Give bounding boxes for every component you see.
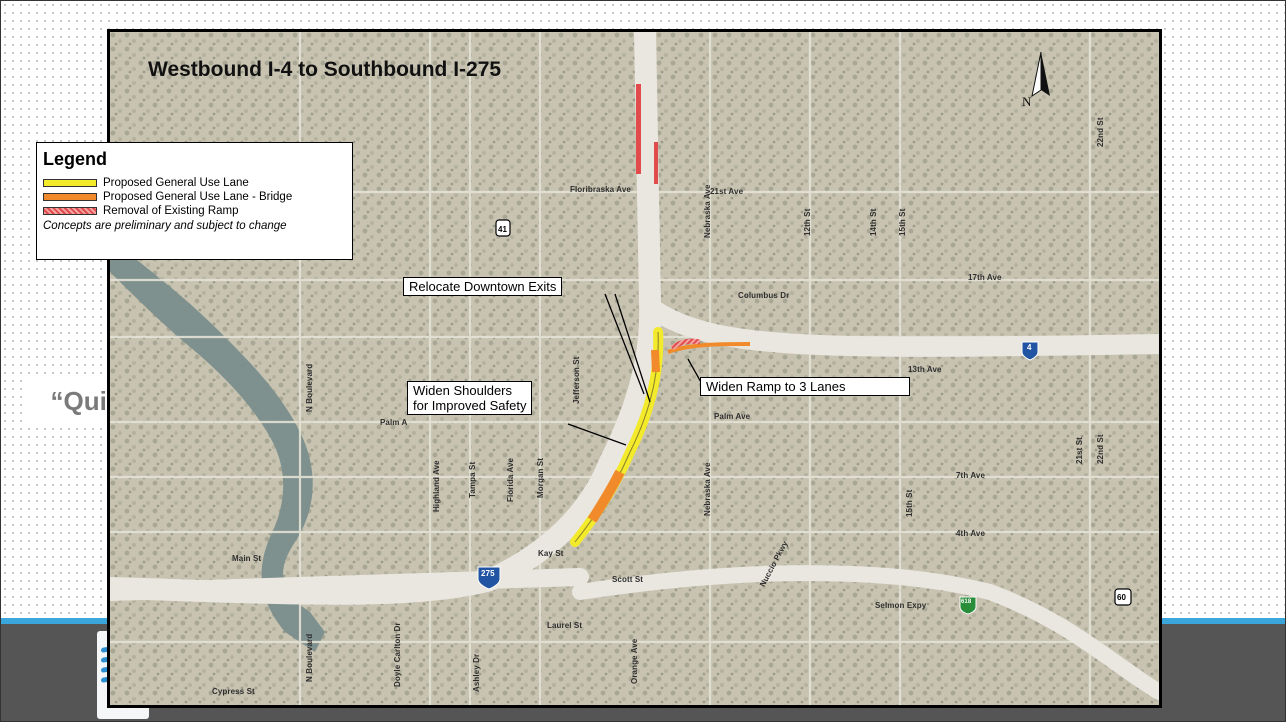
- street-label: Orange Ave: [630, 638, 639, 684]
- street-label: Kay St: [538, 549, 564, 558]
- street-label: Selmon Expy: [875, 601, 927, 610]
- i4-number: 4: [1027, 343, 1032, 352]
- north-label: N: [1022, 94, 1032, 109]
- street-label: Tampa St: [468, 461, 477, 498]
- callout-line: Widen Shoulders: [413, 383, 512, 398]
- street-label: Laurel St: [547, 621, 583, 630]
- legend-item: Proposed General Use Lane - Bridge: [43, 190, 346, 204]
- street-label: 13th Ave: [908, 365, 942, 374]
- street-label: Doyle Carlton Dr: [393, 622, 402, 687]
- us41-number: 41: [498, 225, 508, 234]
- street-label: Florida Ave: [506, 457, 515, 502]
- street-label: Scott St: [612, 575, 644, 584]
- callout-widen-ramp: Widen Ramp to 3 Lanes: [700, 377, 910, 396]
- street-label: 14th St: [869, 208, 878, 236]
- street-label: 22nd St: [1096, 434, 1105, 464]
- street-label: Columbus Dr: [738, 291, 790, 300]
- street-label: 15th St: [905, 489, 914, 517]
- map-base: [110, 32, 1159, 705]
- street-label: Main St: [232, 554, 262, 563]
- street-label: 12th St: [803, 208, 812, 236]
- i275-shield-icon: [477, 566, 501, 590]
- street-label: N Boulevard: [305, 363, 314, 412]
- map-title: Westbound I-4 to Southbound I-275: [148, 58, 502, 81]
- sr618-number: 618: [961, 599, 972, 605]
- callout-line: for Improved Safety: [413, 398, 527, 413]
- street-label: Nebraska Ave: [703, 462, 712, 516]
- street-label: Nebraska Ave: [703, 184, 712, 238]
- street-label: 17th Ave: [968, 273, 1002, 282]
- street-label: Cypress St: [212, 687, 255, 696]
- street-label: Jefferson St: [572, 356, 581, 404]
- ramp-removal-mark: [654, 142, 658, 184]
- legend-note: Concepts are preliminary and subject to …: [43, 220, 287, 232]
- street-label: Floribraska Ave: [570, 185, 631, 194]
- street-label: N Boulevard: [305, 633, 314, 682]
- street-label: 15th St: [898, 208, 907, 236]
- us60-number: 60: [1117, 593, 1127, 602]
- street-label: 21st Ave: [710, 187, 744, 196]
- legend-label: Proposed General Use Lane: [103, 177, 249, 189]
- legend-item: Proposed General Use Lane: [43, 176, 346, 190]
- ramp-removal-mark: [636, 84, 641, 174]
- i4-shield-icon: [1021, 341, 1039, 361]
- street-label: Palm A: [380, 418, 408, 427]
- callout-relocate-exits: Relocate Downtown Exits: [403, 277, 563, 296]
- us41-shield-icon: [495, 219, 511, 237]
- street-label: 22nd St: [1096, 117, 1105, 147]
- street-label: Ashley Dr: [472, 653, 481, 692]
- legend-label: Removal of Existing Ramp: [103, 205, 239, 217]
- us60-shield-icon: [1114, 588, 1132, 606]
- legend-swatch-removal: [43, 207, 97, 215]
- legend-item: Removal of Existing Ramp: [43, 204, 346, 218]
- legend-label: Proposed General Use Lane - Bridge: [103, 191, 293, 203]
- north-arrow-icon: [1031, 52, 1050, 98]
- legend-swatch-general-use: [43, 179, 97, 187]
- street-label: 4th Ave: [956, 529, 986, 538]
- legend-heading: Legend: [43, 149, 108, 169]
- street-label: Palm Ave: [714, 412, 751, 421]
- street-label: 7th Ave: [956, 471, 986, 480]
- callout-widen-shoulders: Widen Shoulders for Improved Safety: [407, 381, 533, 415]
- map-legend: Legend Proposed General Use Lane Propose…: [36, 142, 353, 260]
- street-label: Highland Ave: [432, 460, 441, 512]
- legend-swatch-bridge: [43, 193, 97, 201]
- street-label: Morgan St: [536, 457, 545, 498]
- street-label: 21st St: [1075, 437, 1084, 464]
- sr618-shield-icon: [959, 596, 977, 615]
- i275-number: 275: [481, 569, 495, 578]
- project-map[interactable]: 41 4 275 60 618 N Westbound I-4 to South…: [107, 29, 1162, 708]
